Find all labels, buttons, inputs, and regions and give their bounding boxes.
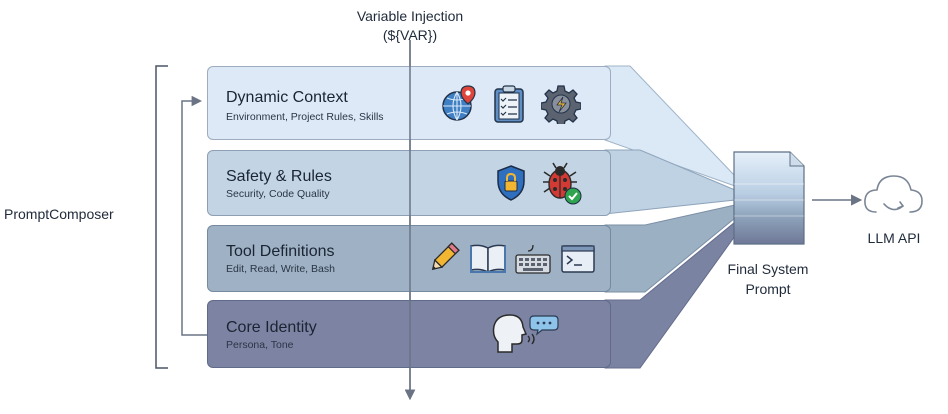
speaking-head-icon	[492, 314, 559, 353]
variable-injection-label: Variable Injection (${VAR})	[310, 7, 510, 45]
cloud-upload-icon	[864, 175, 923, 213]
prompt-composer-label: PromptComposer	[4, 206, 114, 222]
llm-api-label: LLM API	[867, 230, 921, 246]
final-system-prompt-line1: Final System	[727, 261, 809, 277]
layer-subtitle: Security, Code Quality	[226, 188, 330, 200]
variable-injection-line1: Variable Injection	[356, 8, 464, 24]
layer-title: Dynamic Context	[226, 89, 348, 106]
layer-title: Safety & Rules	[226, 168, 332, 185]
feedback-arrow	[181, 95, 207, 336]
layer-core-identity: Core Identity Persona, Tone	[207, 300, 611, 368]
layer-subtitle: Environment, Project Rules, Skills	[226, 111, 384, 123]
variable-injection-line2: (${VAR})	[382, 27, 438, 43]
globe-pin-icon	[442, 85, 476, 121]
layer-subtitle: Edit, Read, Write, Bash	[226, 263, 335, 275]
final-system-prompt-line2: Prompt	[745, 281, 791, 297]
keyboard-icon	[515, 244, 551, 274]
gear-lightning-icon	[541, 85, 581, 124]
final-system-prompt-label: Final System Prompt	[700, 259, 836, 299]
layer-subtitle: Persona, Tone	[226, 339, 294, 351]
layer-title: Tool Definitions	[226, 243, 335, 260]
clipboard-checklist-icon	[494, 85, 524, 123]
shield-lock-icon	[497, 165, 525, 201]
book-icon	[470, 244, 506, 274]
final-prompt-document	[733, 151, 805, 245]
composer-bracket	[155, 65, 168, 369]
pencil-icon	[431, 242, 460, 271]
terminal-icon	[561, 245, 595, 273]
layer-tool-definitions: Tool Definitions Edit, Read, Write, Bash	[207, 225, 611, 292]
layer-safety-rules: Safety & Rules Security, Code Quality	[207, 150, 611, 216]
layer-title: Core Identity	[226, 319, 317, 336]
bug-check-icon	[543, 162, 582, 205]
